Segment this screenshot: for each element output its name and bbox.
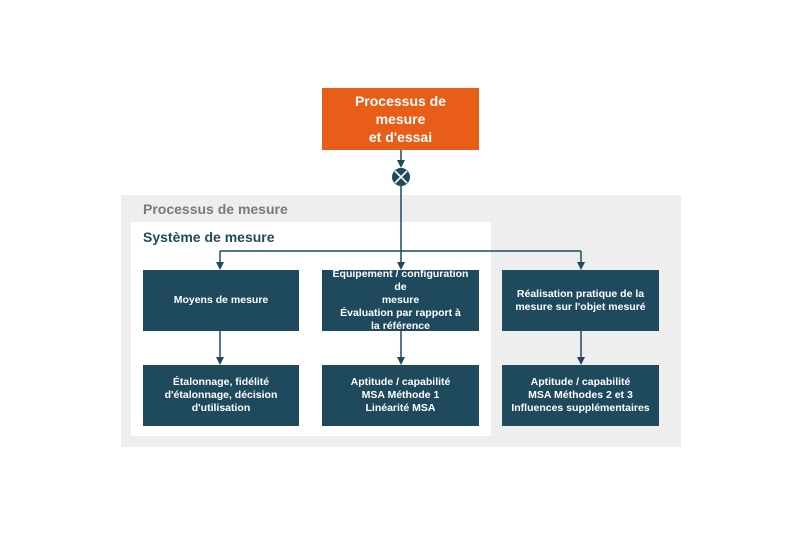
- process-label: Processus de mesure: [143, 201, 288, 217]
- summing-junction-icon: [392, 168, 410, 186]
- col3-bottom-box: Aptitude / capabilité MSA Méthodes 2 et …: [502, 365, 659, 426]
- system-label: Système de mesure: [143, 229, 275, 245]
- col2-top-box: Équipement / configuration de mesure Éva…: [322, 268, 479, 332]
- col1-top-box: Moyens de mesure: [143, 270, 299, 331]
- col3-top-box: Réalisation pratique de la mesure sur l'…: [502, 270, 659, 331]
- col2-bottom-box: Aptitude / capabilité MSA Méthode 1 Liné…: [322, 365, 479, 426]
- col1-bottom-box: Étalonnage, fidélité d'étalonnage, décis…: [143, 365, 299, 426]
- top-process-box: Processus de mesure et d'essai: [322, 88, 479, 150]
